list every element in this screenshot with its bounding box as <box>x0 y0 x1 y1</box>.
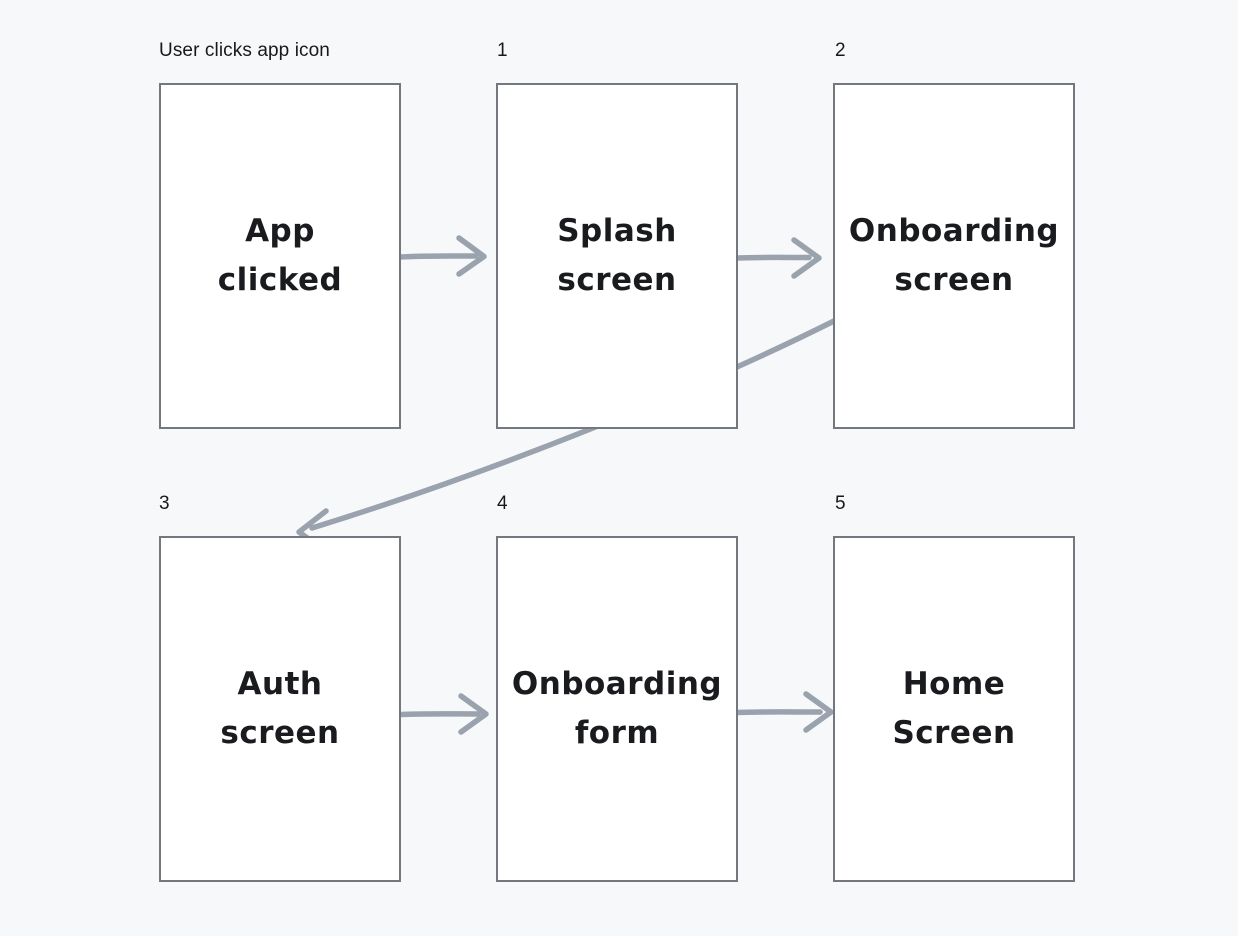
arrow-app-to-splash <box>397 235 487 277</box>
screen-caption-line: clicked <box>217 262 343 298</box>
screen-caption-line: App <box>245 213 315 249</box>
screen-label-5: 5 <box>835 493 846 514</box>
screen-caption-line: Auth <box>237 666 323 702</box>
screen-label-3: 3 <box>159 493 170 514</box>
arrow-onboarding-form-to-home <box>733 691 834 733</box>
screen-caption-line: Onboarding <box>848 213 1060 249</box>
arrow-auth-to-onboarding-form <box>398 693 489 735</box>
arrow-splash-to-onboarding <box>734 237 822 279</box>
screen-box-home-screen: Home Screen <box>833 536 1075 882</box>
screen-caption-line: Home <box>902 666 1006 702</box>
screen-label-1: 1 <box>497 40 508 61</box>
screen-caption-line: form <box>574 715 660 751</box>
screen-label-app-clicked: User clicks app icon <box>159 40 330 61</box>
screen-caption-line: screen <box>220 715 340 751</box>
screen-box-onboarding-form: Onboarding form <box>496 536 738 882</box>
screen-box-app-clicked: App clicked <box>159 83 401 429</box>
screen-caption-line: Screen <box>892 715 1016 751</box>
screen-caption-line: Onboarding <box>511 666 723 702</box>
screen-caption-line: screen <box>557 262 677 298</box>
screen-caption-line: screen <box>894 262 1014 298</box>
screen-label-4: 4 <box>497 493 508 514</box>
screen-caption-line: Splash <box>557 213 677 249</box>
screen-box-onboarding-screen: Onboarding screen <box>833 83 1075 429</box>
screen-box-splash-screen: Splash screen <box>496 83 738 429</box>
screen-label-2: 2 <box>835 40 846 61</box>
screen-box-auth-screen: Auth screen <box>159 536 401 882</box>
